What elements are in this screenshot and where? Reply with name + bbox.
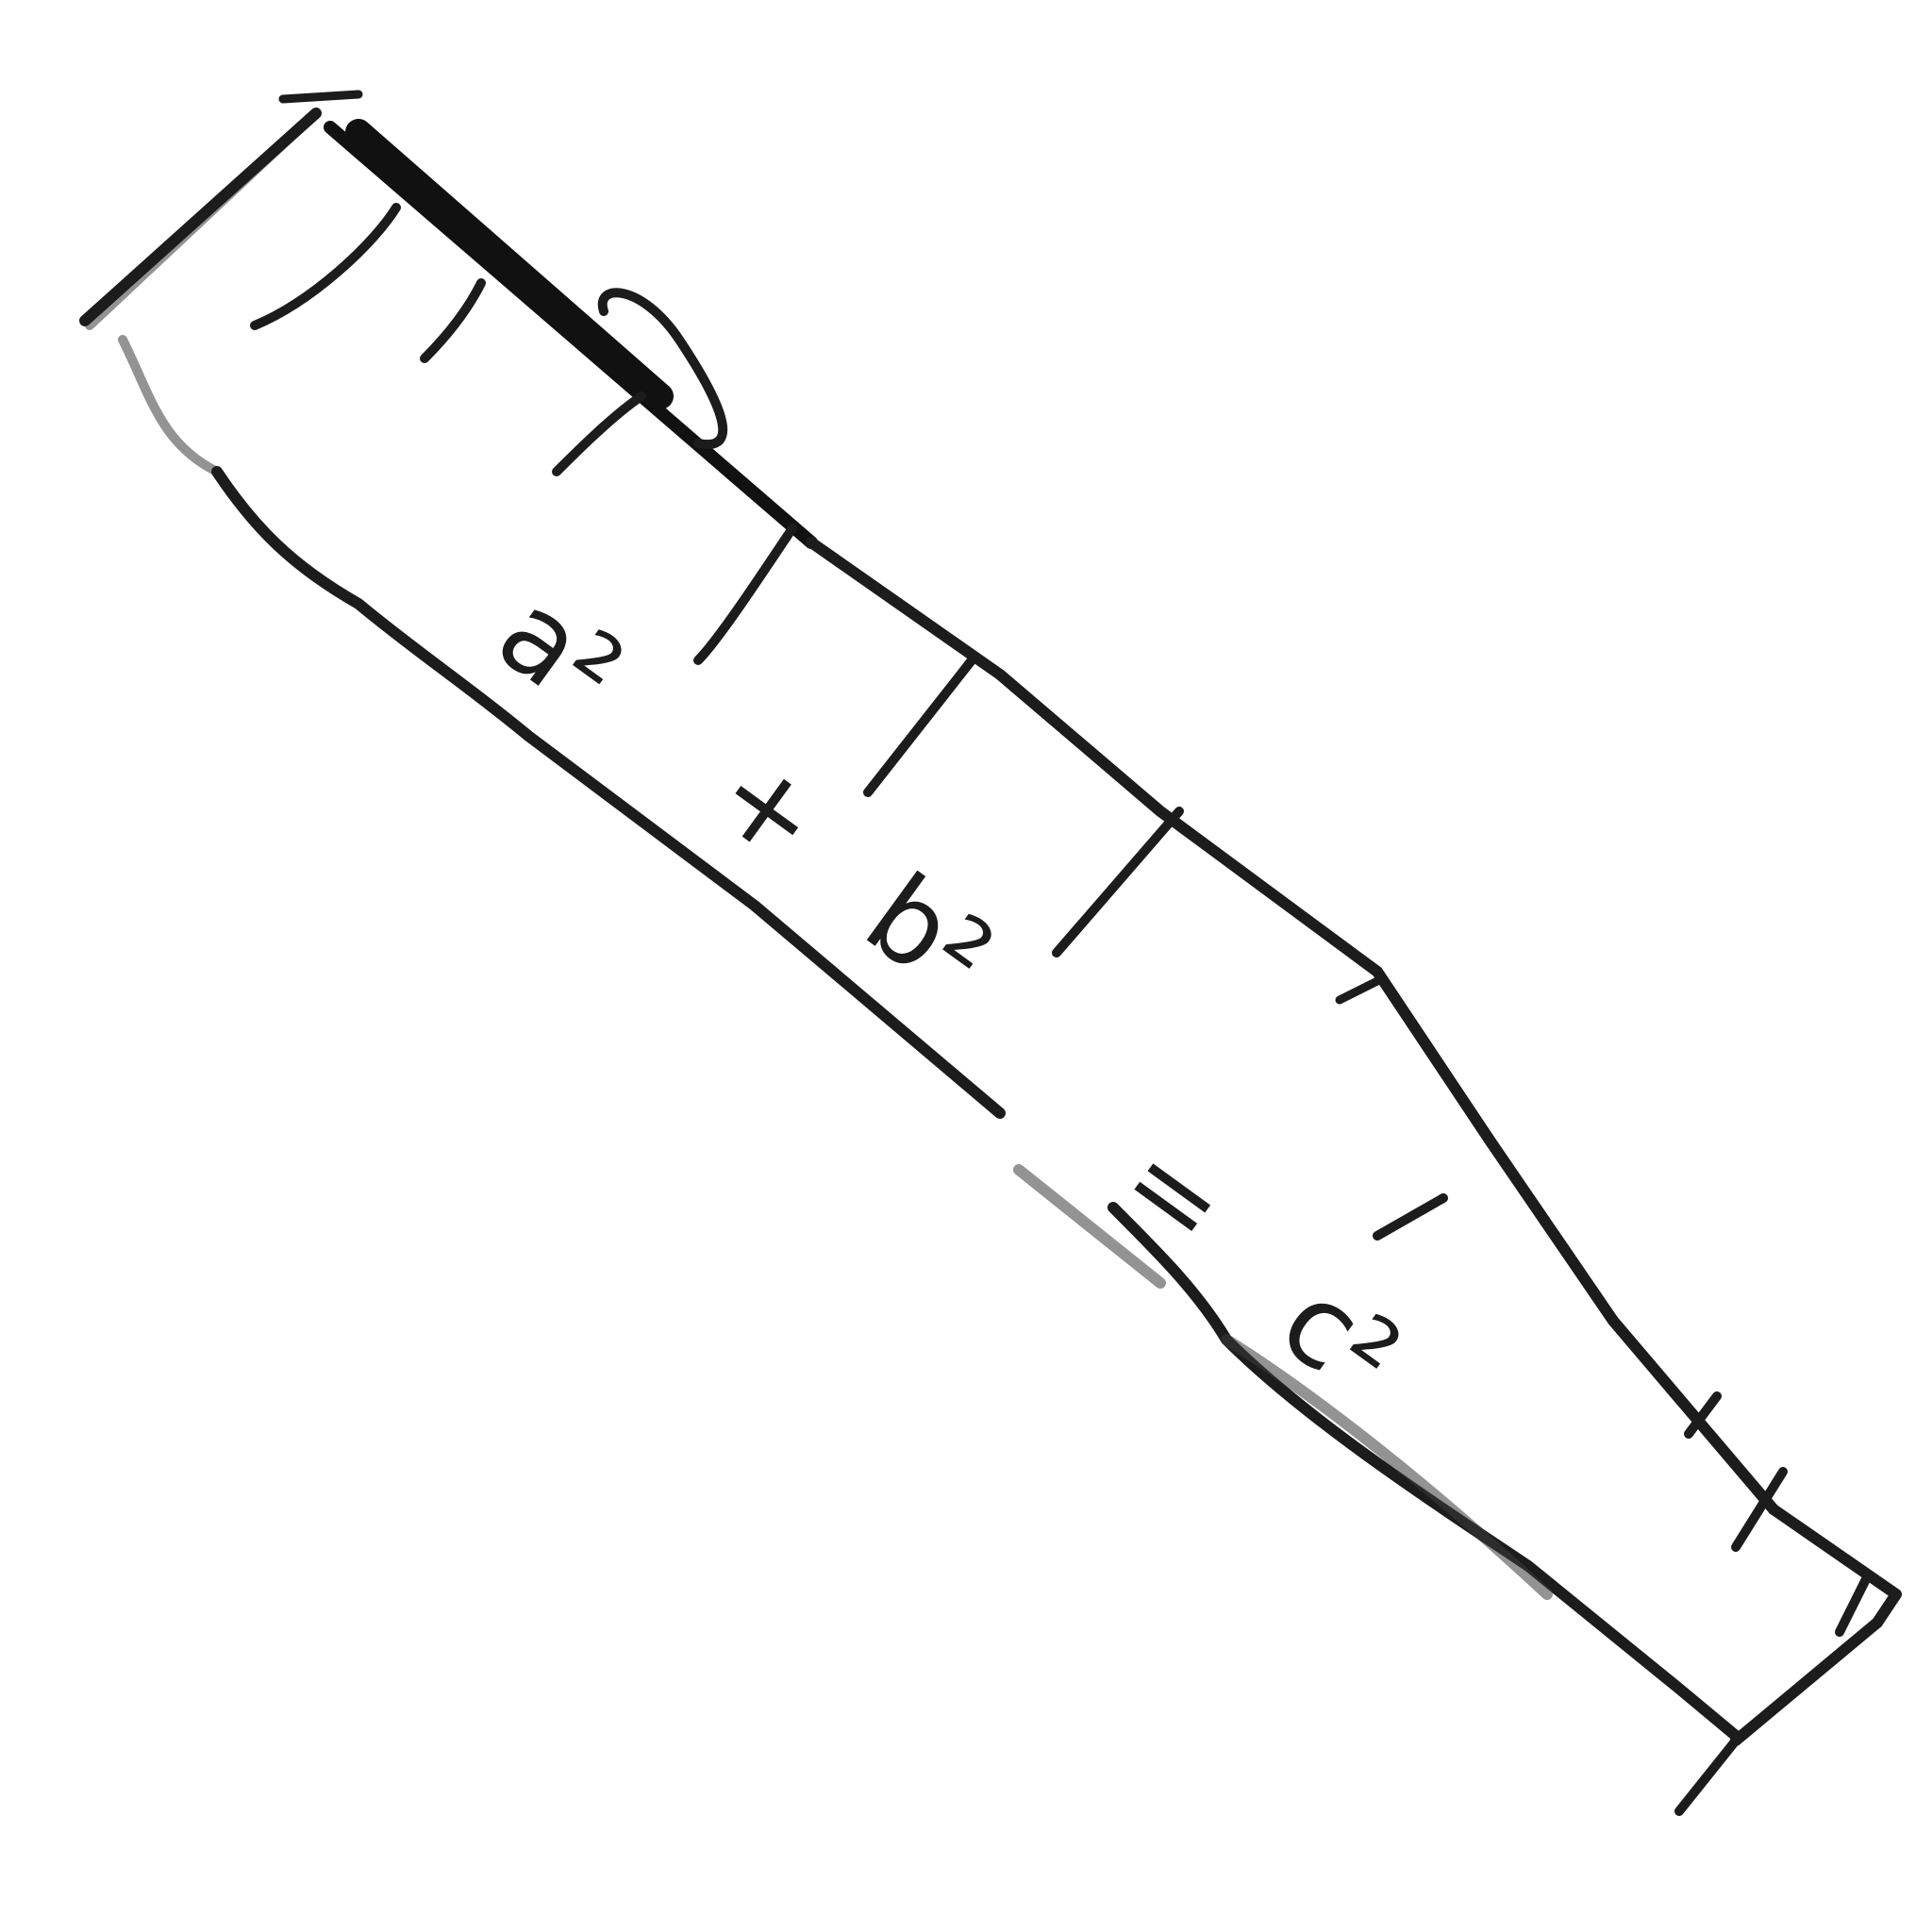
ruler-ticks — [255, 208, 1868, 1632]
ruler-outline — [85, 94, 1896, 1811]
plus-sign: + — [691, 727, 845, 890]
c-squared: c² — [1257, 1256, 1422, 1425]
